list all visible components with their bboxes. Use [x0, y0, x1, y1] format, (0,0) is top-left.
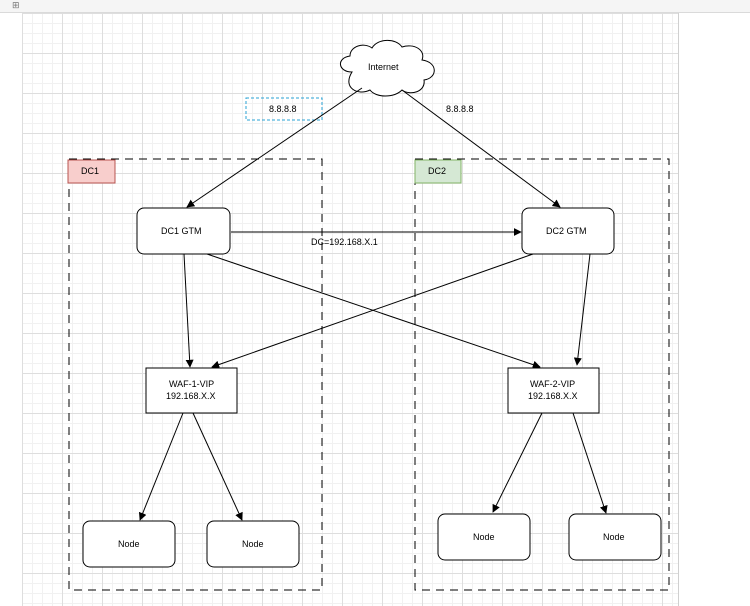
arrow-waf2-node3[interactable]: [492, 412, 543, 513]
dc2-label: DC2: [428, 166, 446, 176]
waf2-ip: 192.168.X.X: [528, 391, 578, 401]
waf1-ip: 192.168.X.X: [166, 391, 216, 401]
node-box-1[interactable]: [82, 520, 176, 568]
node-box-3[interactable]: [437, 513, 531, 561]
dc1-gtm-box[interactable]: [136, 207, 231, 255]
dc2-container[interactable]: [414, 158, 670, 591]
arrow-waf1-node2[interactable]: [192, 412, 243, 521]
node-box-4[interactable]: [568, 513, 662, 561]
grid-icon[interactable]: ⊞: [12, 0, 20, 10]
arrow-dc2gtm-waf1[interactable]: [211, 253, 534, 369]
dns-left-selection[interactable]: [245, 97, 323, 121]
waf1-name: WAF-1-VIP: [169, 379, 214, 389]
dc2-label-box[interactable]: [414, 159, 462, 184]
node-box-2[interactable]: [206, 520, 300, 568]
dns-right-label: 8.8.8.8: [446, 104, 474, 114]
arrow-waf1-node1[interactable]: [138, 412, 184, 521]
arrow-internet-dc1gtm[interactable]: [186, 87, 363, 208]
dc1-container[interactable]: [68, 158, 323, 591]
diagram-canvas[interactable]: [22, 13, 679, 606]
top-toolbar: ⊞: [0, 0, 750, 13]
node-label-3: Node: [473, 532, 495, 542]
internet-cloud[interactable]: [340, 39, 435, 97]
node-label-4: Node: [603, 532, 625, 542]
arrow-dc1gtm-waf1[interactable]: [183, 253, 194, 368]
dc2-gtm-box[interactable]: [521, 207, 615, 255]
dc2-gtm-label: DC2 GTM: [546, 226, 587, 236]
gtm-link-label: DC=192.168.X.1: [311, 237, 378, 247]
waf2-box[interactable]: [507, 367, 600, 414]
arrow-dc2gtm-waf2[interactable]: [573, 253, 591, 366]
dc1-label: DC1: [81, 166, 99, 176]
node-label-1: Node: [118, 539, 140, 549]
arrow-waf2-node4[interactable]: [572, 412, 608, 514]
waf1-box[interactable]: [145, 367, 238, 414]
dc1-gtm-label: DC1 GTM: [161, 226, 202, 236]
internet-label: Internet: [368, 62, 399, 72]
node-label-2: Node: [242, 539, 264, 549]
waf2-name: WAF-2-VIP: [530, 379, 575, 389]
dc1-label-box[interactable]: [67, 159, 116, 184]
arrow-internet-dc2gtm[interactable]: [401, 89, 561, 208]
dns-left-label: 8.8.8.8: [269, 104, 297, 114]
